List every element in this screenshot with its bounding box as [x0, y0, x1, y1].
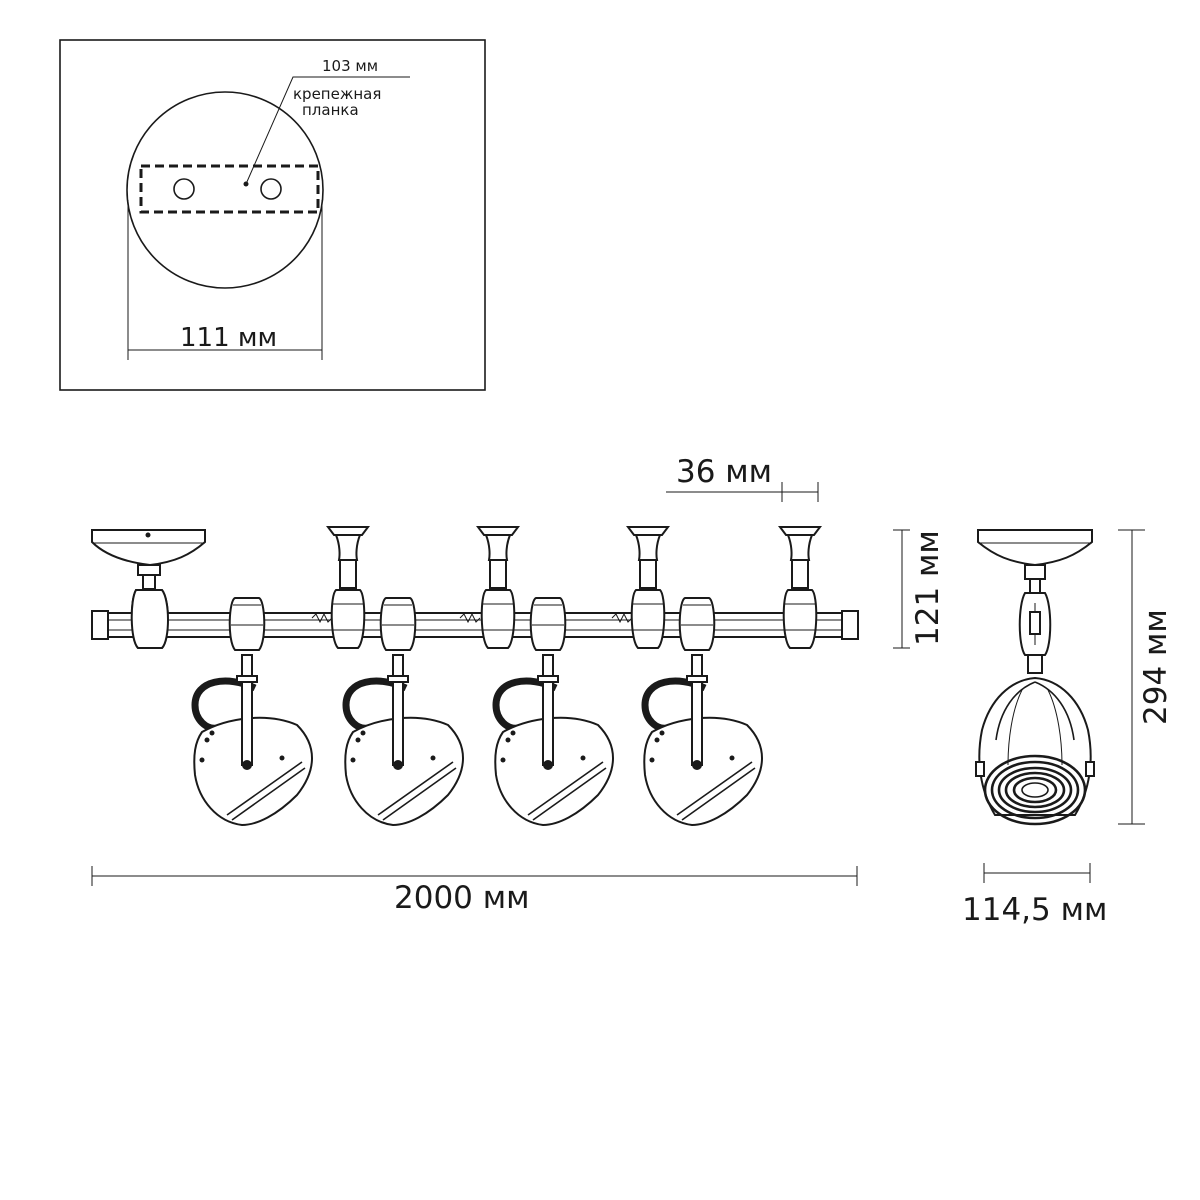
front-view: 36 мм 121 мм	[91, 454, 946, 916]
plate-dim-label: 103 мм	[322, 57, 378, 75]
lens-ring-4	[1004, 771, 1066, 809]
lens-ring-1	[983, 754, 1087, 826]
screw-hole-right	[260, 178, 282, 200]
mounting-plate	[139, 164, 320, 214]
length-2000-label: 2000 мм	[394, 880, 530, 916]
screw-hole-left	[173, 178, 195, 200]
gap-dim-label: 36 мм	[676, 454, 772, 490]
plate-label-line2: планка	[302, 101, 359, 119]
height-121-label: 121 мм	[910, 530, 946, 646]
width-114-label: 114,5 мм	[962, 892, 1107, 928]
height-294-label: 294 мм	[1138, 609, 1174, 725]
base-diameter-label: 111 мм	[180, 323, 277, 353]
lens-center	[1021, 782, 1049, 798]
base-circle	[126, 91, 324, 289]
side-view: 294 мм 114,5 мм	[962, 529, 1174, 928]
rail-end-left	[91, 610, 109, 640]
inset-frame	[59, 39, 486, 391]
plate-leader	[245, 76, 410, 185]
plate-label-line1: крепежная	[293, 85, 381, 103]
rail-end-right	[841, 610, 859, 640]
lens-ring-3	[997, 766, 1073, 814]
lens-ring-5	[1012, 776, 1058, 804]
side-shade	[978, 676, 1092, 816]
mounting-inset: 103 мм крепежная планка 111 мм	[59, 39, 486, 391]
rail	[91, 612, 858, 638]
lens-ring-2	[990, 760, 1080, 820]
